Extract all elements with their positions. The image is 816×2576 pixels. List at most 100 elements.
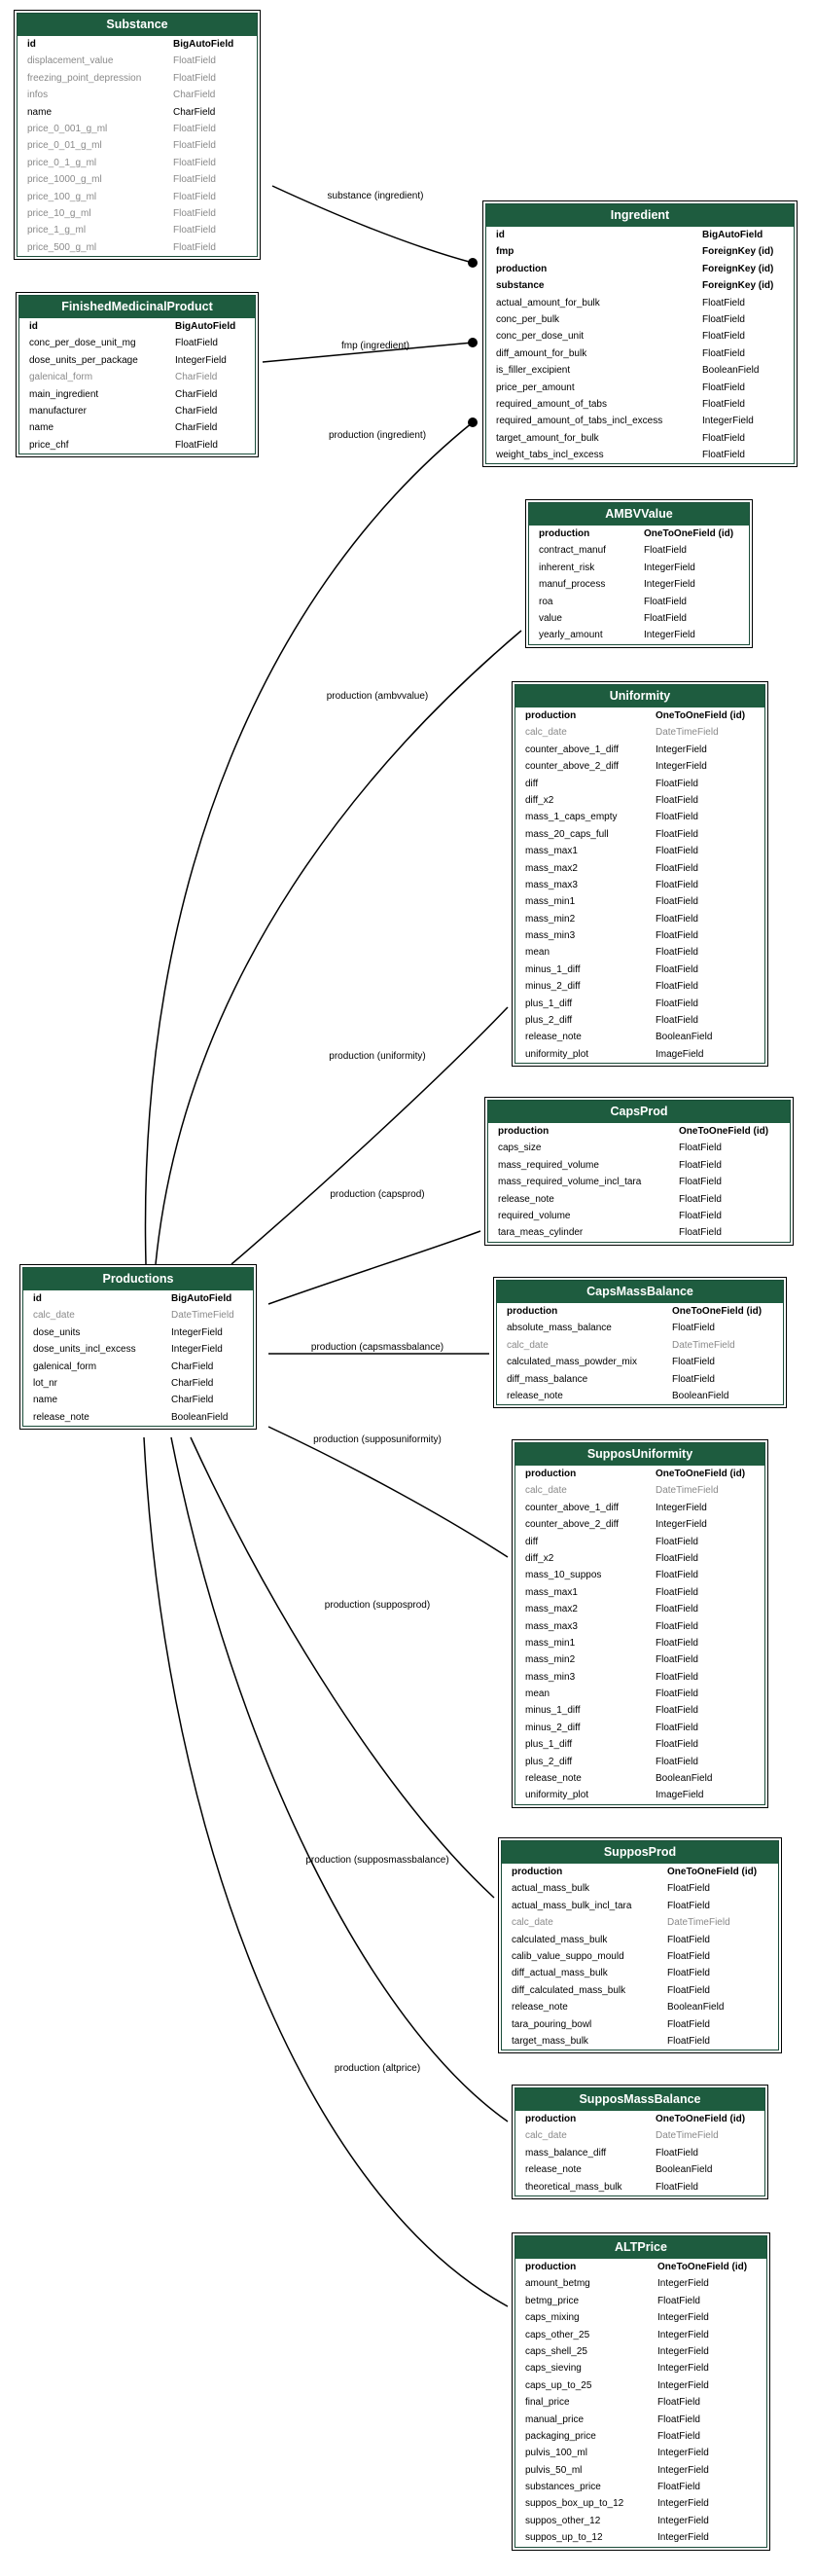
field-type: FloatField (667, 2035, 710, 2047)
field-type: FloatField (175, 439, 218, 451)
field-type: FloatField (656, 1620, 698, 1632)
field-type: CharField (175, 405, 218, 417)
field-name: price_100_g_ml (27, 191, 97, 202)
field-name: actual_mass_bulk_incl_tara (512, 1900, 632, 1911)
field-row: manufacturer CharField (19, 403, 255, 419)
field-type: IntegerField (171, 1344, 223, 1356)
field-type: FloatField (667, 1950, 710, 1962)
field-name: production (525, 2114, 577, 2124)
field-type: BigAutoField (173, 39, 234, 50)
field-type: FloatField (173, 174, 216, 186)
edge-fmp-ingredient (262, 342, 474, 363)
field-type: IntegerField (657, 2464, 709, 2476)
field-type: FloatField (656, 1536, 698, 1547)
field-type: FloatField (656, 947, 698, 959)
field-name: displacement_value (27, 55, 114, 67)
field-type: FloatField (173, 207, 216, 219)
field-type: IntegerField (657, 2379, 709, 2391)
field-name: release_note (33, 1411, 89, 1423)
field-name: conc_per_dose_unit (496, 331, 585, 343)
field-type: FloatField (656, 1015, 698, 1027)
field-type: DateTimeField (672, 1339, 735, 1351)
field-name: yearly_amount (539, 630, 603, 641)
field-name: conc_per_dose_unit_mg (29, 338, 136, 349)
field-type: FloatField (672, 1323, 715, 1334)
field-name: mass_min2 (525, 1654, 576, 1666)
field-name: calculated_mass_powder_mix (507, 1357, 637, 1368)
field-type: IntegerField (657, 2278, 709, 2290)
model-title: AMBVValue (529, 503, 749, 526)
field-name: galenical_form (33, 1361, 97, 1372)
field-type: CharField (175, 372, 218, 383)
field-name: absolute_mass_balance (507, 1323, 612, 1334)
field-name: target_amount_for_bulk (496, 432, 599, 444)
edge-production-supposmassbalance (170, 1436, 509, 2122)
field-type: FloatField (656, 1654, 698, 1666)
edge-endpoint-dot (468, 258, 478, 268)
field-type: IntegerField (657, 2312, 709, 2324)
field-type: FloatField (656, 2181, 698, 2193)
field-type: FloatField (679, 1210, 722, 1221)
field-name: tara_meas_cylinder (498, 1227, 584, 1239)
field-type: DateTimeField (656, 2130, 719, 2142)
field-type: FloatField (667, 1883, 710, 1895)
field-name: mass_min1 (525, 896, 576, 908)
field-name: price_500_g_ml (27, 241, 97, 253)
field-type: DateTimeField (667, 1917, 730, 1929)
field-type: BigAutoField (175, 321, 236, 332)
field-name: name (33, 1395, 58, 1406)
field-type: FloatField (173, 157, 216, 168)
field-type: FloatField (656, 998, 698, 1009)
field-name: contract_manuf (539, 545, 606, 557)
field-type: FloatField (656, 828, 698, 840)
field-type: FloatField (656, 1586, 698, 1598)
field-name: diff (525, 778, 539, 789)
field-name: manufacturer (29, 405, 87, 417)
field-name: release_note (498, 1193, 554, 1205)
edge-substance-ingredient (271, 185, 474, 264)
field-type: FloatField (656, 1722, 698, 1733)
field-name: price_0_01_g_ml (27, 140, 102, 152)
field-type: FloatField (702, 313, 745, 325)
field-type: FloatField (173, 72, 216, 84)
field-type: FloatField (679, 1177, 722, 1188)
field-name: mass_max3 (525, 1620, 578, 1632)
field-row: mass_min2 FloatField (515, 1651, 764, 1668)
edge-endpoint-dot (468, 417, 478, 427)
field-name: production (525, 2262, 577, 2272)
field-name: mass_required_volume (498, 1159, 599, 1171)
field-name: production (498, 1126, 550, 1137)
